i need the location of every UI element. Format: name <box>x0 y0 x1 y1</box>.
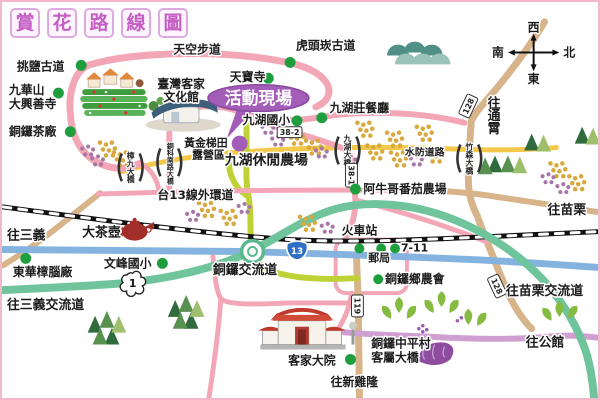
map-title: 賞 花 路 線 圖 <box>10 8 188 38</box>
svg-text:38-2: 38-2 <box>280 128 300 137</box>
svg-text:銅科南路大橋: 銅科南路大橋 <box>165 142 173 186</box>
purple-gongguan-road <box>334 328 598 342</box>
culture-hall-illustration <box>145 97 221 132</box>
teapot-icon <box>118 217 155 241</box>
label-tongluo-interchange: 銅鑼交流道 <box>213 262 277 278</box>
poi-dots <box>20 56 400 365</box>
hakka-courtyard-illustration <box>258 307 357 350</box>
label-to-gongguan: 往公館 <box>526 335 565 351</box>
event-site-dot <box>231 135 248 152</box>
label-jiuhu-leisure-farm: 九湖休閒農場 <box>224 151 308 168</box>
label-post-office: 郵局 <box>368 250 390 264</box>
label-jiuhuashan: 九華山 <box>8 83 45 97</box>
label-big-teapot: 大茶壺 <box>82 225 121 241</box>
label-to-tongxiao: 往通霄 <box>485 95 500 136</box>
svg-text:九湖大橋: 九湖大橋 <box>343 134 352 168</box>
label-seven-eleven: 7-11 <box>401 241 428 254</box>
label-hakka-courtyard: 客家大院 <box>287 353 336 367</box>
svg-text:119: 119 <box>352 298 361 315</box>
event-site-label: 活動現場 <box>225 88 292 108</box>
highway-13-shield: 13 <box>285 240 309 261</box>
route-marker-128-south: 128 <box>487 273 507 299</box>
map-labels: 天空步道 虎頭崁古道 挑鹽古道 天寶寺 九華山 大興善寺 臺灣客家 文化館 九湖… <box>5 37 587 391</box>
route-marker-128-north: 128 <box>458 93 479 119</box>
label-zhongping-2: 客屬大橋 <box>370 350 420 364</box>
label-jiuhuzhuang-restaurant: 九湖莊餐廳 <box>329 101 389 115</box>
mountain-icon <box>387 41 451 65</box>
compass-west: 西 <box>528 21 540 35</box>
title-char: 花 <box>47 8 77 38</box>
label-to-xinjilong: 往新雞隆 <box>331 375 380 389</box>
compass-east: 東 <box>527 72 540 86</box>
label-farmers-association: 銅鑼鄉農會 <box>385 272 445 286</box>
title-char: 圖 <box>158 8 188 38</box>
label-wenfeng-elementary: 文峰國小 <box>104 256 152 270</box>
label-hakka-hall-2: 文化館 <box>163 90 199 104</box>
label-to-sanyi: 往三義 <box>7 228 46 244</box>
svg-text:竹森大橋: 竹森大橋 <box>465 142 474 176</box>
svg-text:1: 1 <box>129 277 137 290</box>
label-golden-terrace-2: 露營區 <box>192 147 225 161</box>
label-train-station: 火車站 <box>342 224 378 238</box>
title-char: 賞 <box>10 8 40 38</box>
title-char: 路 <box>84 8 114 38</box>
label-daxingshan-temple: 大興善寺 <box>9 97 57 111</box>
bridge-zhusen: 竹森大橋 <box>456 141 483 176</box>
compass: 西 東 南 北 <box>491 19 577 87</box>
compass-south: 南 <box>492 45 504 59</box>
tea-rows-icon <box>80 89 148 116</box>
farm-houses-icon <box>86 68 144 88</box>
label-hutoukan-trail: 虎頭崁古道 <box>296 39 355 53</box>
label-to-miaoli: 往苗栗 <box>548 202 587 218</box>
label-tai13-ring-road: 台13線外環道 <box>157 188 233 202</box>
label-zhongping-1: 銅鑼中平村 <box>371 337 430 351</box>
label-to-miaoli-interchange: 往苗栗交流道 <box>506 283 583 299</box>
label-donghua-camphor: 東華樟腦廠 <box>12 265 72 279</box>
label-sky-walk: 天空步道 <box>173 42 221 56</box>
bridge-tongke-south: 銅科南路大橋 <box>156 141 183 186</box>
compass-north: 北 <box>563 45 575 59</box>
svg-text:38-1: 38-1 <box>347 165 356 185</box>
interchange-circle <box>239 238 266 265</box>
route-marker-38-2: 38-2 <box>276 126 303 139</box>
title-char: 線 <box>121 8 151 38</box>
bridge-zhangjiu: 樟九大橋 <box>117 149 144 185</box>
route-marker-38-1: 38-1 <box>345 162 358 188</box>
label-tongluo-tea-factory: 銅鑼茶廠 <box>9 125 57 139</box>
label-golden-terrace-1: 黃金梯田 <box>183 136 228 150</box>
potato-leaves-icon <box>381 291 578 326</box>
label-aniuge-tomato-farm: 阿牛哥番茄農場 <box>363 182 446 196</box>
tan-roads <box>2 18 598 398</box>
label-to-sanyi-interchange: 往三義交流道 <box>7 297 84 313</box>
tea-farm-illustration <box>80 68 148 116</box>
label-jiuhu-elementary: 九湖國小 <box>242 113 291 127</box>
label-hakka-hall-1: 臺灣客家 <box>157 77 205 91</box>
sweet-potato-icon <box>381 291 578 366</box>
event-site-callout: 活動現場 <box>207 83 310 152</box>
svg-text:樟九大橋: 樟九大橋 <box>126 150 135 184</box>
bridge-jiuhu: 九湖大橋 <box>334 133 361 168</box>
svg-text:13: 13 <box>291 247 303 257</box>
label-shuifang-road: 水防道路 <box>405 145 445 158</box>
freeway-1-shield: 1 <box>119 270 147 298</box>
route-marker-119: 119 <box>350 294 364 318</box>
label-tiaoyan-trail: 挑鹽古道 <box>17 59 65 73</box>
label-tianbao-temple: 天寶寺 <box>230 70 266 84</box>
railway <box>2 204 598 244</box>
